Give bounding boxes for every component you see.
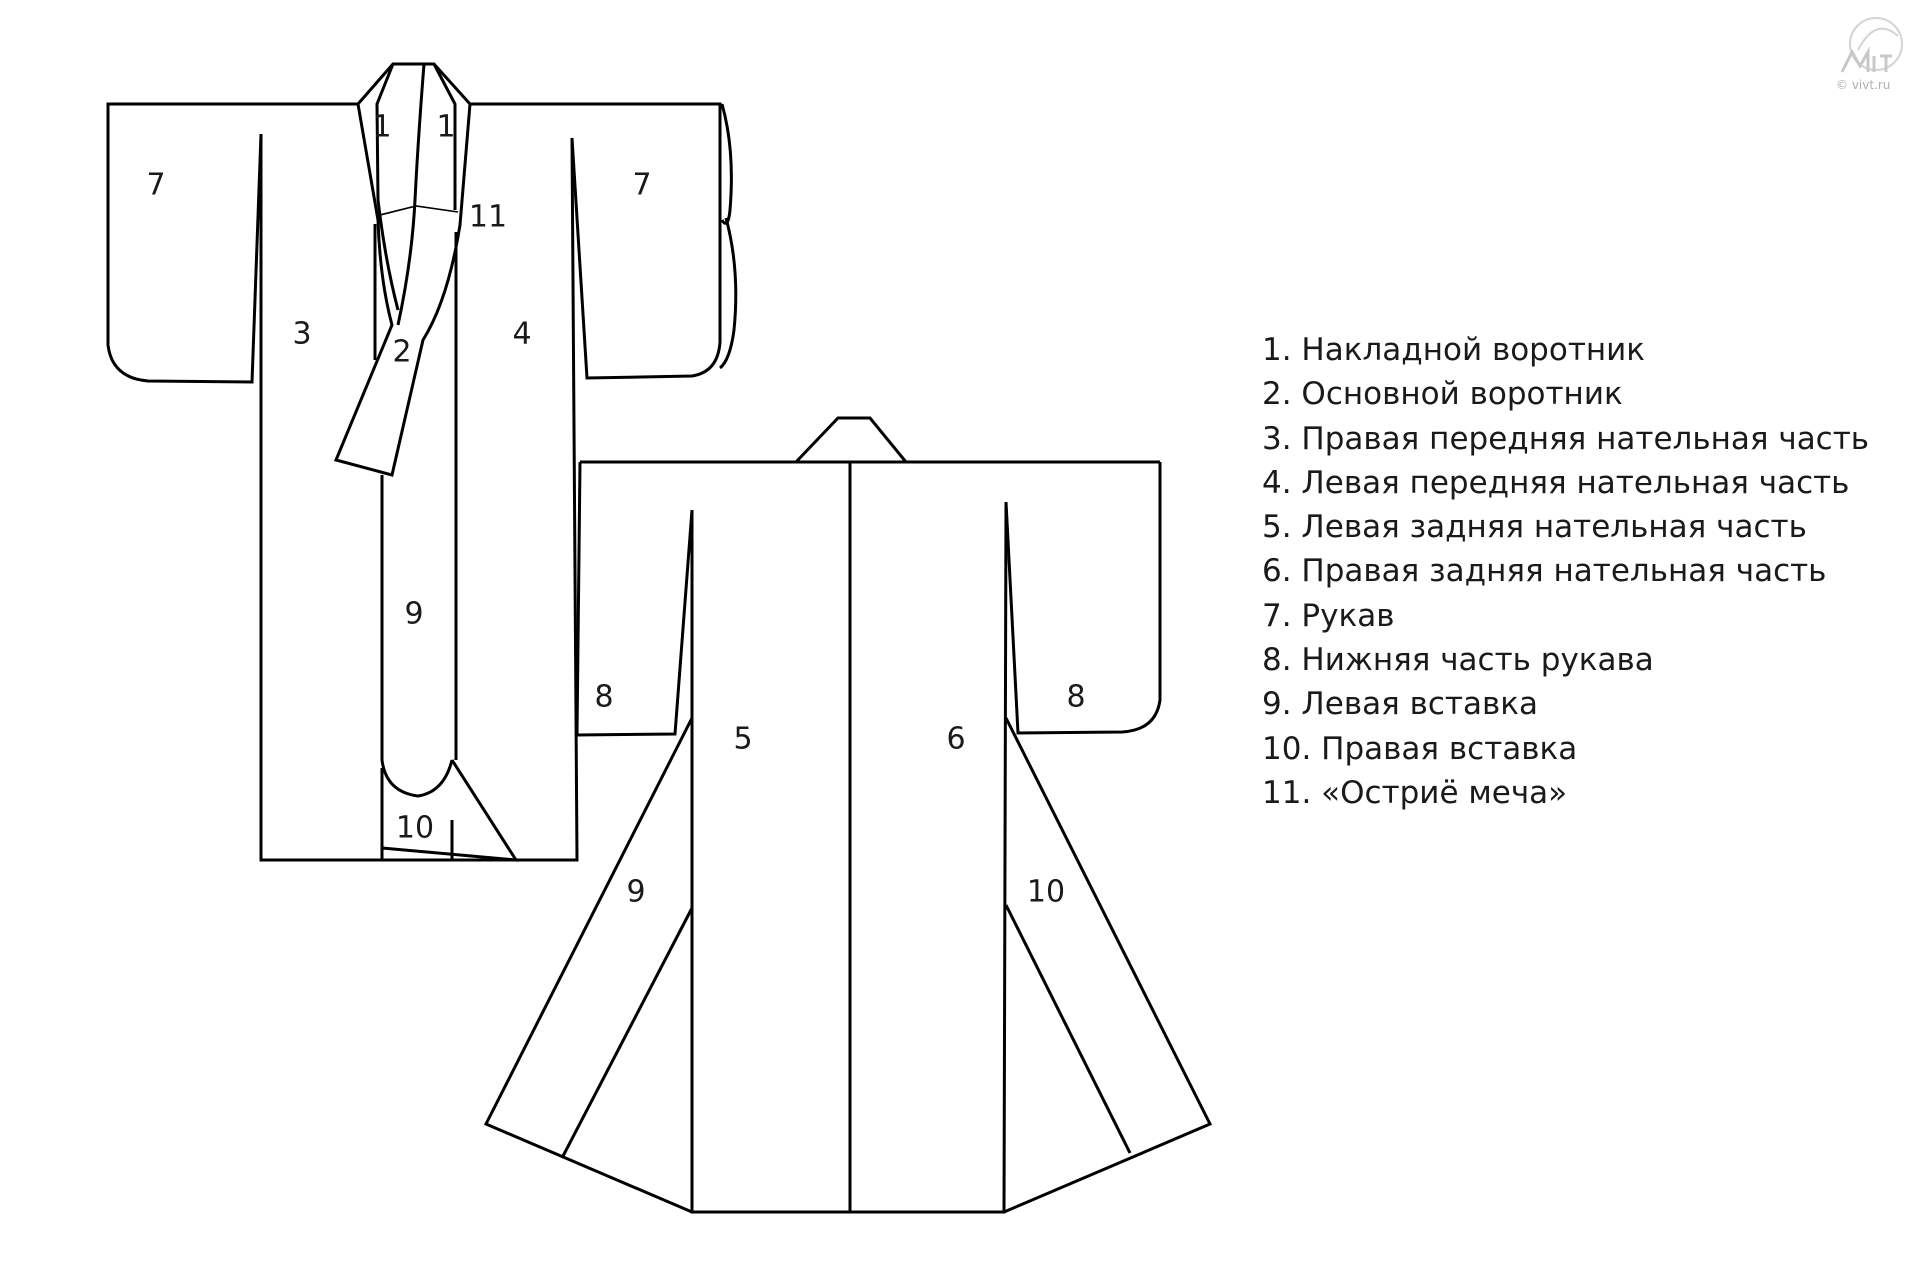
back-right-gusset-inner <box>1004 904 1132 1154</box>
back-right-sleeve <box>1004 462 1162 735</box>
front-right-sleeve <box>470 102 722 380</box>
legend-item: 6. Правая задняя нательная часть <box>1262 553 1827 590</box>
legend-item: 11. «Остриё меча» <box>1262 774 1568 811</box>
label-front-main-collar: 2 <box>392 335 411 370</box>
back-body-outline <box>690 501 1008 1214</box>
label-front-left-insert: 9 <box>404 597 423 632</box>
back-left-gusset <box>483 717 694 1214</box>
label-front-collar-right: 1 <box>436 110 455 145</box>
legend-item: 10. Правая вставка <box>1262 730 1578 767</box>
back-right-gusset <box>1003 717 1213 1214</box>
label-back-sleeve-left: 8 <box>594 680 613 715</box>
kimono-front-view <box>106 62 738 862</box>
back-left-sleeve <box>575 461 694 737</box>
front-sleeve-fold <box>720 103 733 225</box>
label-back-right-insert: 10 <box>1027 875 1065 910</box>
legend-item: 5. Левая задняя нательная часть <box>1262 509 1807 546</box>
legend-item: 4. Левая передняя нательная часть <box>1262 464 1850 501</box>
label-back-right-panel: 6 <box>946 722 965 757</box>
front-hem-flap <box>381 759 519 862</box>
label-front-sword-tip: 11 <box>469 200 507 235</box>
front-collar-inner-right <box>432 63 457 210</box>
front-overlap-left-edge <box>380 475 454 798</box>
back-labels: 5 6 8 8 9 10 <box>594 680 1085 910</box>
legend-item: 8. Нижняя часть рукава <box>1262 642 1654 679</box>
watermark-logo-icon <box>1840 17 1903 73</box>
label-front-left-panel: 4 <box>512 317 531 352</box>
front-left-sleeve <box>106 102 358 384</box>
label-front-sleeve-left: 7 <box>146 168 165 203</box>
watermark-text: © vivt.ru <box>1836 78 1891 92</box>
front-sword-tip-line <box>375 205 459 217</box>
label-back-left-insert: 9 <box>626 875 645 910</box>
front-labels: 7 7 1 1 11 3 2 4 9 10 <box>146 110 651 846</box>
back-left-gusset-inner <box>560 907 694 1159</box>
front-collar-center <box>396 63 426 326</box>
front-collar-outer <box>333 62 472 477</box>
front-hem-lines <box>380 768 454 860</box>
label-back-sleeve-right: 8 <box>1066 680 1085 715</box>
legend-item: 2. Основной воротник <box>1262 376 1623 413</box>
label-back-left-panel: 5 <box>733 722 752 757</box>
label-front-collar-left: 1 <box>372 110 391 145</box>
label-front-right-insert: 10 <box>396 811 434 846</box>
kimono-back-view <box>483 416 1213 1214</box>
label-front-sleeve-right: 7 <box>632 168 651 203</box>
legend-item: 1. Накладной воротник <box>1262 332 1646 368</box>
front-body-outline <box>259 134 579 862</box>
legend-item: 9. Левая вставка <box>1262 686 1538 723</box>
back-collar <box>794 416 908 464</box>
legend-item: 7. Рукав <box>1262 597 1395 634</box>
legend-item: 3. Правая передняя нательная часть <box>1262 420 1870 457</box>
label-front-right-panel: 3 <box>292 317 311 352</box>
legend: 1. Накладной воротник 2. Основной воротн… <box>1262 328 1869 815</box>
front-collar-inner <box>375 63 400 311</box>
front-sleeve-drape <box>718 217 738 370</box>
